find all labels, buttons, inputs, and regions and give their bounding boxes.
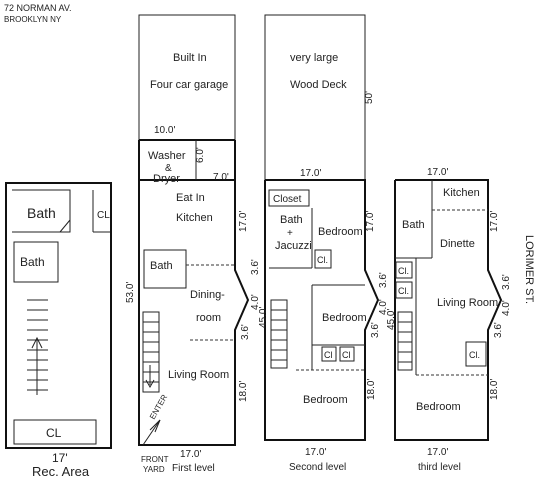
second-total-length: 45.0' [258,307,269,328]
first-living-height: 18.0' [238,381,249,402]
first-level-plan: Built In Four car garage 10.0' Washer & … [125,14,261,474]
third-level-caption: third level [418,462,461,473]
basement-bath-1: Bath [27,205,56,221]
third-bump-a: 3.6' [501,274,512,290]
basement-outline [5,182,112,449]
basement-closet-2: CL [46,426,62,440]
third-bump-c: 3.6' [493,322,504,338]
garage-outline [138,14,236,141]
second-bedroom-1: Bedroom [318,226,363,238]
second-bump-b: 4.0' [378,299,389,315]
second-bath-label-1: Bath [280,214,303,226]
front-yard-label-2: YARD [143,465,165,474]
second-closet-1: Cl. [317,255,328,265]
basement-plan: Bath Bath CL CL 17' Rec. Area [5,182,112,479]
enter-label: ENTER [148,393,169,421]
second-bedroom-3: Bedroom [303,394,348,406]
first-bump-a: 3.6' [250,259,261,275]
second-width-top: 17.0' [300,168,321,179]
kitchen-label-2: Kitchen [176,212,213,224]
third-kitchen-label: Kitchen [443,187,480,199]
second-closet-3: Cl [342,350,351,360]
deck-label-2: Wood Deck [290,79,347,91]
garage-label-1: Built In [173,52,207,64]
dining-label-2: room [196,312,221,324]
first-bump-c: 3.6' [240,324,251,340]
third-level-plan: 17.0' Kitchen Bath Dinette 17.0' Cl. Cl.… [386,167,512,473]
third-right-top: 17.0' [489,211,500,232]
washer-height: 6.0' [195,147,206,163]
address-line-1: 72 NORMAN AV. [4,3,72,13]
second-bump-a: 3.6' [378,272,389,288]
third-width-bottom: 17.0' [427,447,448,458]
garage-label-2: Four car garage [150,79,228,91]
first-kitchen-height: 17.0' [238,211,249,232]
first-level-outline [138,180,250,446]
third-bedroom-label: Bedroom [416,401,461,413]
second-level-outline [264,179,380,441]
washer-label-2: & [165,163,172,174]
second-closet-2: Cl [324,350,333,360]
second-right-top: 17.0' [365,211,376,232]
second-level-plan: very large Wood Deck 50' 17.0' Closet Ba… [258,14,389,473]
deck-length: 50' [364,91,375,104]
third-dinette-label: Dinette [440,238,475,250]
second-bedroom-2: Bedroom [322,312,367,324]
front-yard-label-1: FRONT [141,455,169,464]
washer-label-1: Washer [148,150,186,162]
basement-width: 17' [52,451,68,465]
deck-outline [264,14,366,181]
second-closet-label: Closet [273,194,302,205]
third-right-bottom: 18.0' [489,379,500,400]
first-living-label: Living Room [168,369,229,381]
first-level-caption: First level [172,463,215,474]
first-total-length: 53.0' [125,282,136,303]
third-level-outline [394,179,503,441]
second-width-bottom: 17.0' [305,447,326,458]
first-bath-label: Bath [150,260,173,272]
first-width-bottom: 17.0' [180,449,201,460]
third-closet-3: Cl. [469,350,480,360]
kitchen-label-1: Eat In [176,192,205,204]
third-bump-b: 4.0' [501,300,512,316]
third-closet-2: Cl. [398,286,409,296]
second-right-bottom: 18.0' [366,379,377,400]
third-width-top: 17.0' [427,167,448,178]
basement-caption: Rec. Area [32,464,90,479]
second-bath-label-2: + [287,228,293,239]
address-line-2: BROOKLYN NY [4,15,62,24]
third-bath-label: Bath [402,219,425,231]
third-total-length: 45.0' [386,309,397,330]
second-level-caption: Second level [289,462,346,473]
dining-label-1: Dining- [190,289,225,301]
first-width-top: 10.0' [154,125,175,136]
washer-label-3: Dryer [153,173,180,185]
deck-label-1: very large [290,52,338,64]
third-living-label: Living Room [437,297,498,309]
second-bath-label-3: Jacuzzi [275,240,312,252]
street-label: LORIMER ST. [523,235,535,304]
third-closet-1: Cl. [398,266,409,276]
basement-bath-2: Bath [20,255,45,269]
second-bump-c: 3.6' [370,322,381,338]
basement-closet-1: CL [97,210,110,221]
washer-width: 7.0' [213,172,229,183]
first-bump-b: 4.0' [250,294,261,310]
